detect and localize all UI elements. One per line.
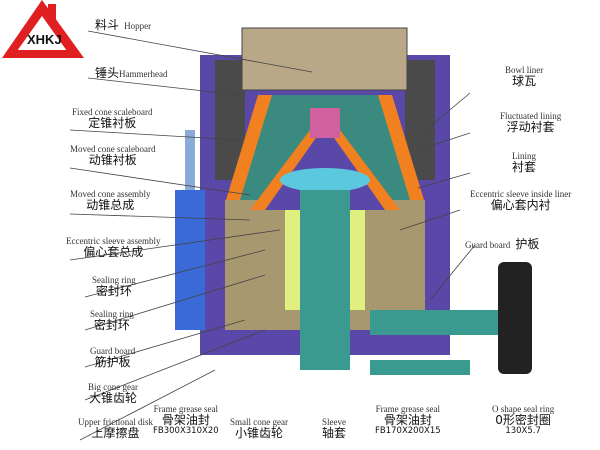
logo-icon [2,0,84,58]
fixed-liner-right [378,95,424,200]
logo-text: XHKJ [27,32,62,47]
hydraulic-cylinder [175,190,205,330]
pulley [498,262,532,374]
fixed-liner-left [226,95,272,200]
label-hopper: 料斗 Hopper [95,18,152,32]
leader-lines [69,30,476,441]
label-guard-board-right: Guard board 护板 [465,237,540,251]
main-shaft [300,190,350,370]
drive-shaft [370,310,505,335]
hopper-shape [241,27,408,91]
label-hammerhead: 锤头Hammerhead [95,66,168,80]
